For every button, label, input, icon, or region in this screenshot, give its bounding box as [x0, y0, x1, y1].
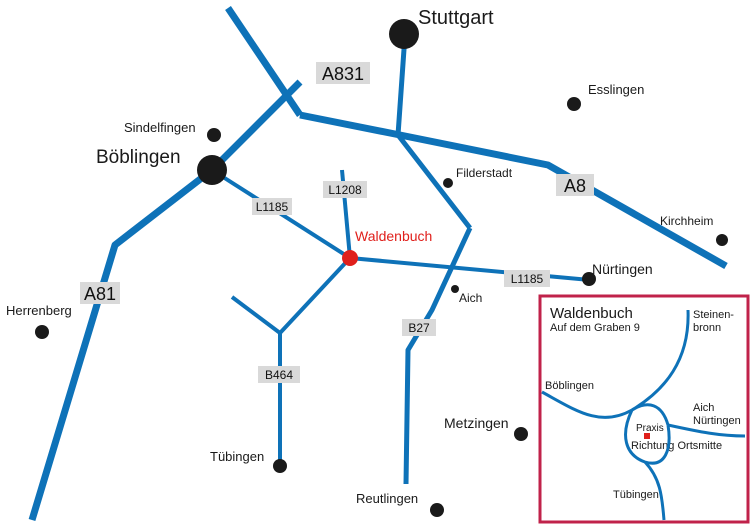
badge-a81: A81 [80, 282, 120, 304]
stuttgart-dot [389, 19, 419, 49]
road-stuttgart-south [395, 34, 472, 230]
badge-l1208: L1208 [323, 181, 367, 198]
city-markers [35, 19, 728, 517]
sindelfingen-dot [207, 128, 221, 142]
badge-a831-text: A831 [322, 64, 364, 84]
badge-b464: B464 [258, 366, 300, 383]
inset-praxis: Praxis [636, 423, 664, 434]
badge-a831: A831 [316, 62, 370, 84]
badge-l1185-west-text: L1185 [256, 200, 289, 214]
reutlingen-dot [430, 503, 444, 517]
badge-b27-text: B27 [408, 321, 430, 335]
inset-steinenbronn-2: bronn [693, 322, 721, 334]
road-b464 [278, 256, 352, 462]
badge-l1208-text: L1208 [328, 183, 362, 197]
boeblingen-dot [197, 155, 227, 185]
label-kirchheim: Kirchheim [660, 214, 713, 228]
inset-road-upper [631, 403, 670, 426]
label-nuertingen: Nürtingen [592, 261, 653, 277]
badge-l1185-west: L1185 [252, 198, 292, 215]
kirchheim-dot [716, 234, 728, 246]
road-l1185-east [349, 256, 591, 282]
filderstadt-dot [443, 178, 453, 188]
inset-road-tuebingen [643, 460, 666, 521]
tuebingen-dot [273, 459, 287, 473]
inset-map: Waldenbuch Auf dem Graben 9 Steinen- bro… [538, 294, 750, 524]
inset-road-boeblingen [541, 390, 633, 419]
label-filderstadt: Filderstadt [456, 166, 513, 180]
label-esslingen: Esslingen [588, 82, 644, 97]
badge-b464-text: B464 [265, 368, 293, 382]
label-waldenbuch: Waldenbuch [355, 228, 432, 244]
badge-l1185-east-text: L1185 [511, 272, 544, 286]
road-west-branch [230, 295, 282, 335]
road-a831 [225, 6, 303, 117]
inset-road-steinenbronn [631, 309, 690, 412]
label-stuttgart: Stuttgart [418, 7, 494, 29]
label-boeblingen: Böblingen [96, 147, 181, 168]
inset-steinenbronn-1: Steinen- [693, 309, 734, 321]
herrenberg-dot [35, 325, 49, 339]
label-tuebingen: Tübingen [210, 449, 264, 464]
road-a81 [28, 79, 303, 522]
label-metzingen: Metzingen [444, 415, 509, 431]
inset-tuebingen: Tübingen [613, 489, 659, 501]
inset-aich: Aich [693, 402, 714, 414]
inset-title: Waldenbuch [550, 305, 633, 322]
label-sindelfingen: Sindelfingen [124, 120, 196, 135]
aich-dot [451, 285, 459, 293]
metzingen-dot [514, 427, 528, 441]
inset-nuertingen: Nürtingen [693, 415, 741, 427]
badge-l1185-east: L1185 [504, 270, 550, 287]
badge-a81-text: A81 [84, 284, 116, 304]
badge-a8: A8 [556, 174, 594, 196]
inset-road-aich [667, 423, 746, 438]
praxis-marker [644, 433, 650, 439]
waldenbuch-dot [342, 250, 358, 266]
badge-a8-text: A8 [564, 176, 586, 196]
label-herrenberg: Herrenberg [6, 303, 72, 318]
nuertingen-dot [582, 272, 596, 286]
city-labels: Stuttgart Esslingen Sindelfingen Böbling… [6, 7, 713, 506]
label-reutlingen: Reutlingen [356, 491, 418, 506]
inset-richtung: Richtung Ortsmitte [631, 440, 722, 452]
badge-b27: B27 [402, 319, 436, 336]
label-aich: Aich [459, 291, 482, 305]
esslingen-dot [567, 97, 581, 111]
inset-boeblingen: Böblingen [545, 380, 594, 392]
inset-address: Auf dem Graben 9 [550, 322, 640, 334]
road-a8 [299, 111, 728, 270]
